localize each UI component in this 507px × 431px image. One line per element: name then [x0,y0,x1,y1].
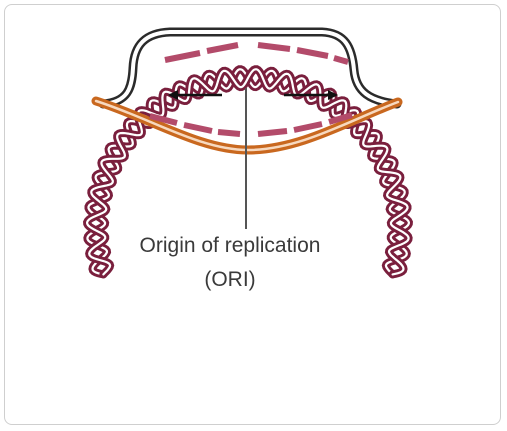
fragment [165,53,200,60]
fragment [297,50,328,56]
fragment [294,124,322,130]
fragment [258,45,290,49]
fragment [218,132,240,134]
new-fragments-upper [165,45,348,62]
fragment [258,131,287,134]
fragment [334,58,348,62]
origin-label-line2: (ORI) [110,268,350,292]
fragment [184,125,212,131]
fragment [207,45,238,51]
origin-label-line1: Origin of replication [110,234,350,258]
